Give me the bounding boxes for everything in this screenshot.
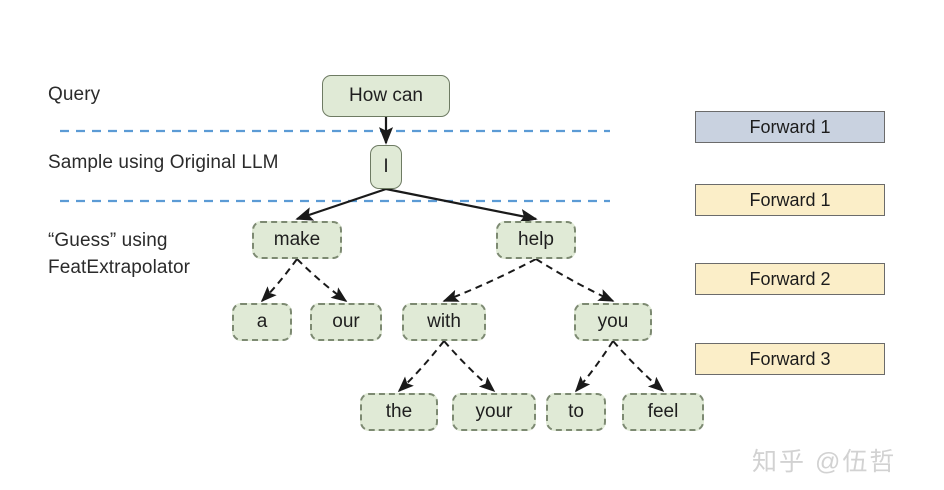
tree-node-feel[interactable]: feel xyxy=(622,393,704,431)
tree-node-label: to xyxy=(568,401,584,422)
tree-node-make[interactable]: make xyxy=(252,221,342,259)
tree-node-how-can[interactable]: How can xyxy=(322,75,450,117)
tree-node-label: you xyxy=(597,311,629,332)
tree-edge-group xyxy=(260,117,665,393)
legend-label: Forward 3 xyxy=(749,348,831,369)
tree-node-label: How can xyxy=(349,85,423,106)
stage-label-query: Query xyxy=(48,84,101,105)
tree-node-label: feel xyxy=(647,401,679,422)
tree-node-label: a xyxy=(256,311,268,332)
divider-group xyxy=(60,129,610,203)
tree-edge-make-to-a xyxy=(260,258,298,303)
tree-edge-you-to-feel xyxy=(612,340,665,393)
legend-label: Forward 1 xyxy=(749,189,831,210)
tree-edge-i-to-help xyxy=(385,187,538,223)
tree-node-the[interactable]: the xyxy=(360,393,438,431)
tree-edge-help-to-with xyxy=(442,258,537,302)
tree-node-help[interactable]: help xyxy=(496,221,576,259)
tree-edge-make-to-our xyxy=(296,258,348,302)
tree-node-a[interactable]: a xyxy=(232,303,292,341)
tree-node-label: make xyxy=(273,229,321,250)
legend-forward-3-tan[interactable]: Forward 3 xyxy=(695,343,885,375)
tree-edge-with-to-the xyxy=(397,340,445,393)
watermark: 知乎 @伍哲 xyxy=(752,448,897,476)
legend-label: Forward 2 xyxy=(749,268,831,289)
tree-node-label: with xyxy=(427,311,461,332)
tree-node-label: the xyxy=(385,401,413,422)
tree-node-label: your xyxy=(475,401,513,422)
legend-forward-2-tan[interactable]: Forward 2 xyxy=(695,263,885,295)
stage-label-guess_line2: FeatExtrapolator xyxy=(48,257,191,278)
tree-node-with[interactable]: with xyxy=(402,303,486,341)
legend-forward-1-blue[interactable]: Forward 1 xyxy=(695,111,885,143)
tree-node-our[interactable]: our xyxy=(310,303,382,341)
tree-node-label: I xyxy=(383,156,389,177)
tree-edge-you-to-to xyxy=(574,340,614,393)
tree-edge-help-to-you xyxy=(535,258,615,302)
stage-label-guess_line1: “Guess” using xyxy=(48,230,168,251)
tree-node-label: our xyxy=(332,311,360,332)
tree-node-to[interactable]: to xyxy=(546,393,606,431)
tree-node-you[interactable]: you xyxy=(574,303,652,341)
tree-node-label: help xyxy=(518,229,554,250)
tree-node-your[interactable]: your xyxy=(452,393,536,431)
legend-forward-1-tan[interactable]: Forward 1 xyxy=(695,184,885,216)
tree-edge-i-to-make xyxy=(295,187,387,221)
tree-node-i[interactable]: I xyxy=(370,145,402,189)
legend-label: Forward 1 xyxy=(749,116,831,137)
tree-edge-with-to-your xyxy=(443,340,496,393)
stage-label-sample: Sample using Original LLM xyxy=(48,152,279,173)
